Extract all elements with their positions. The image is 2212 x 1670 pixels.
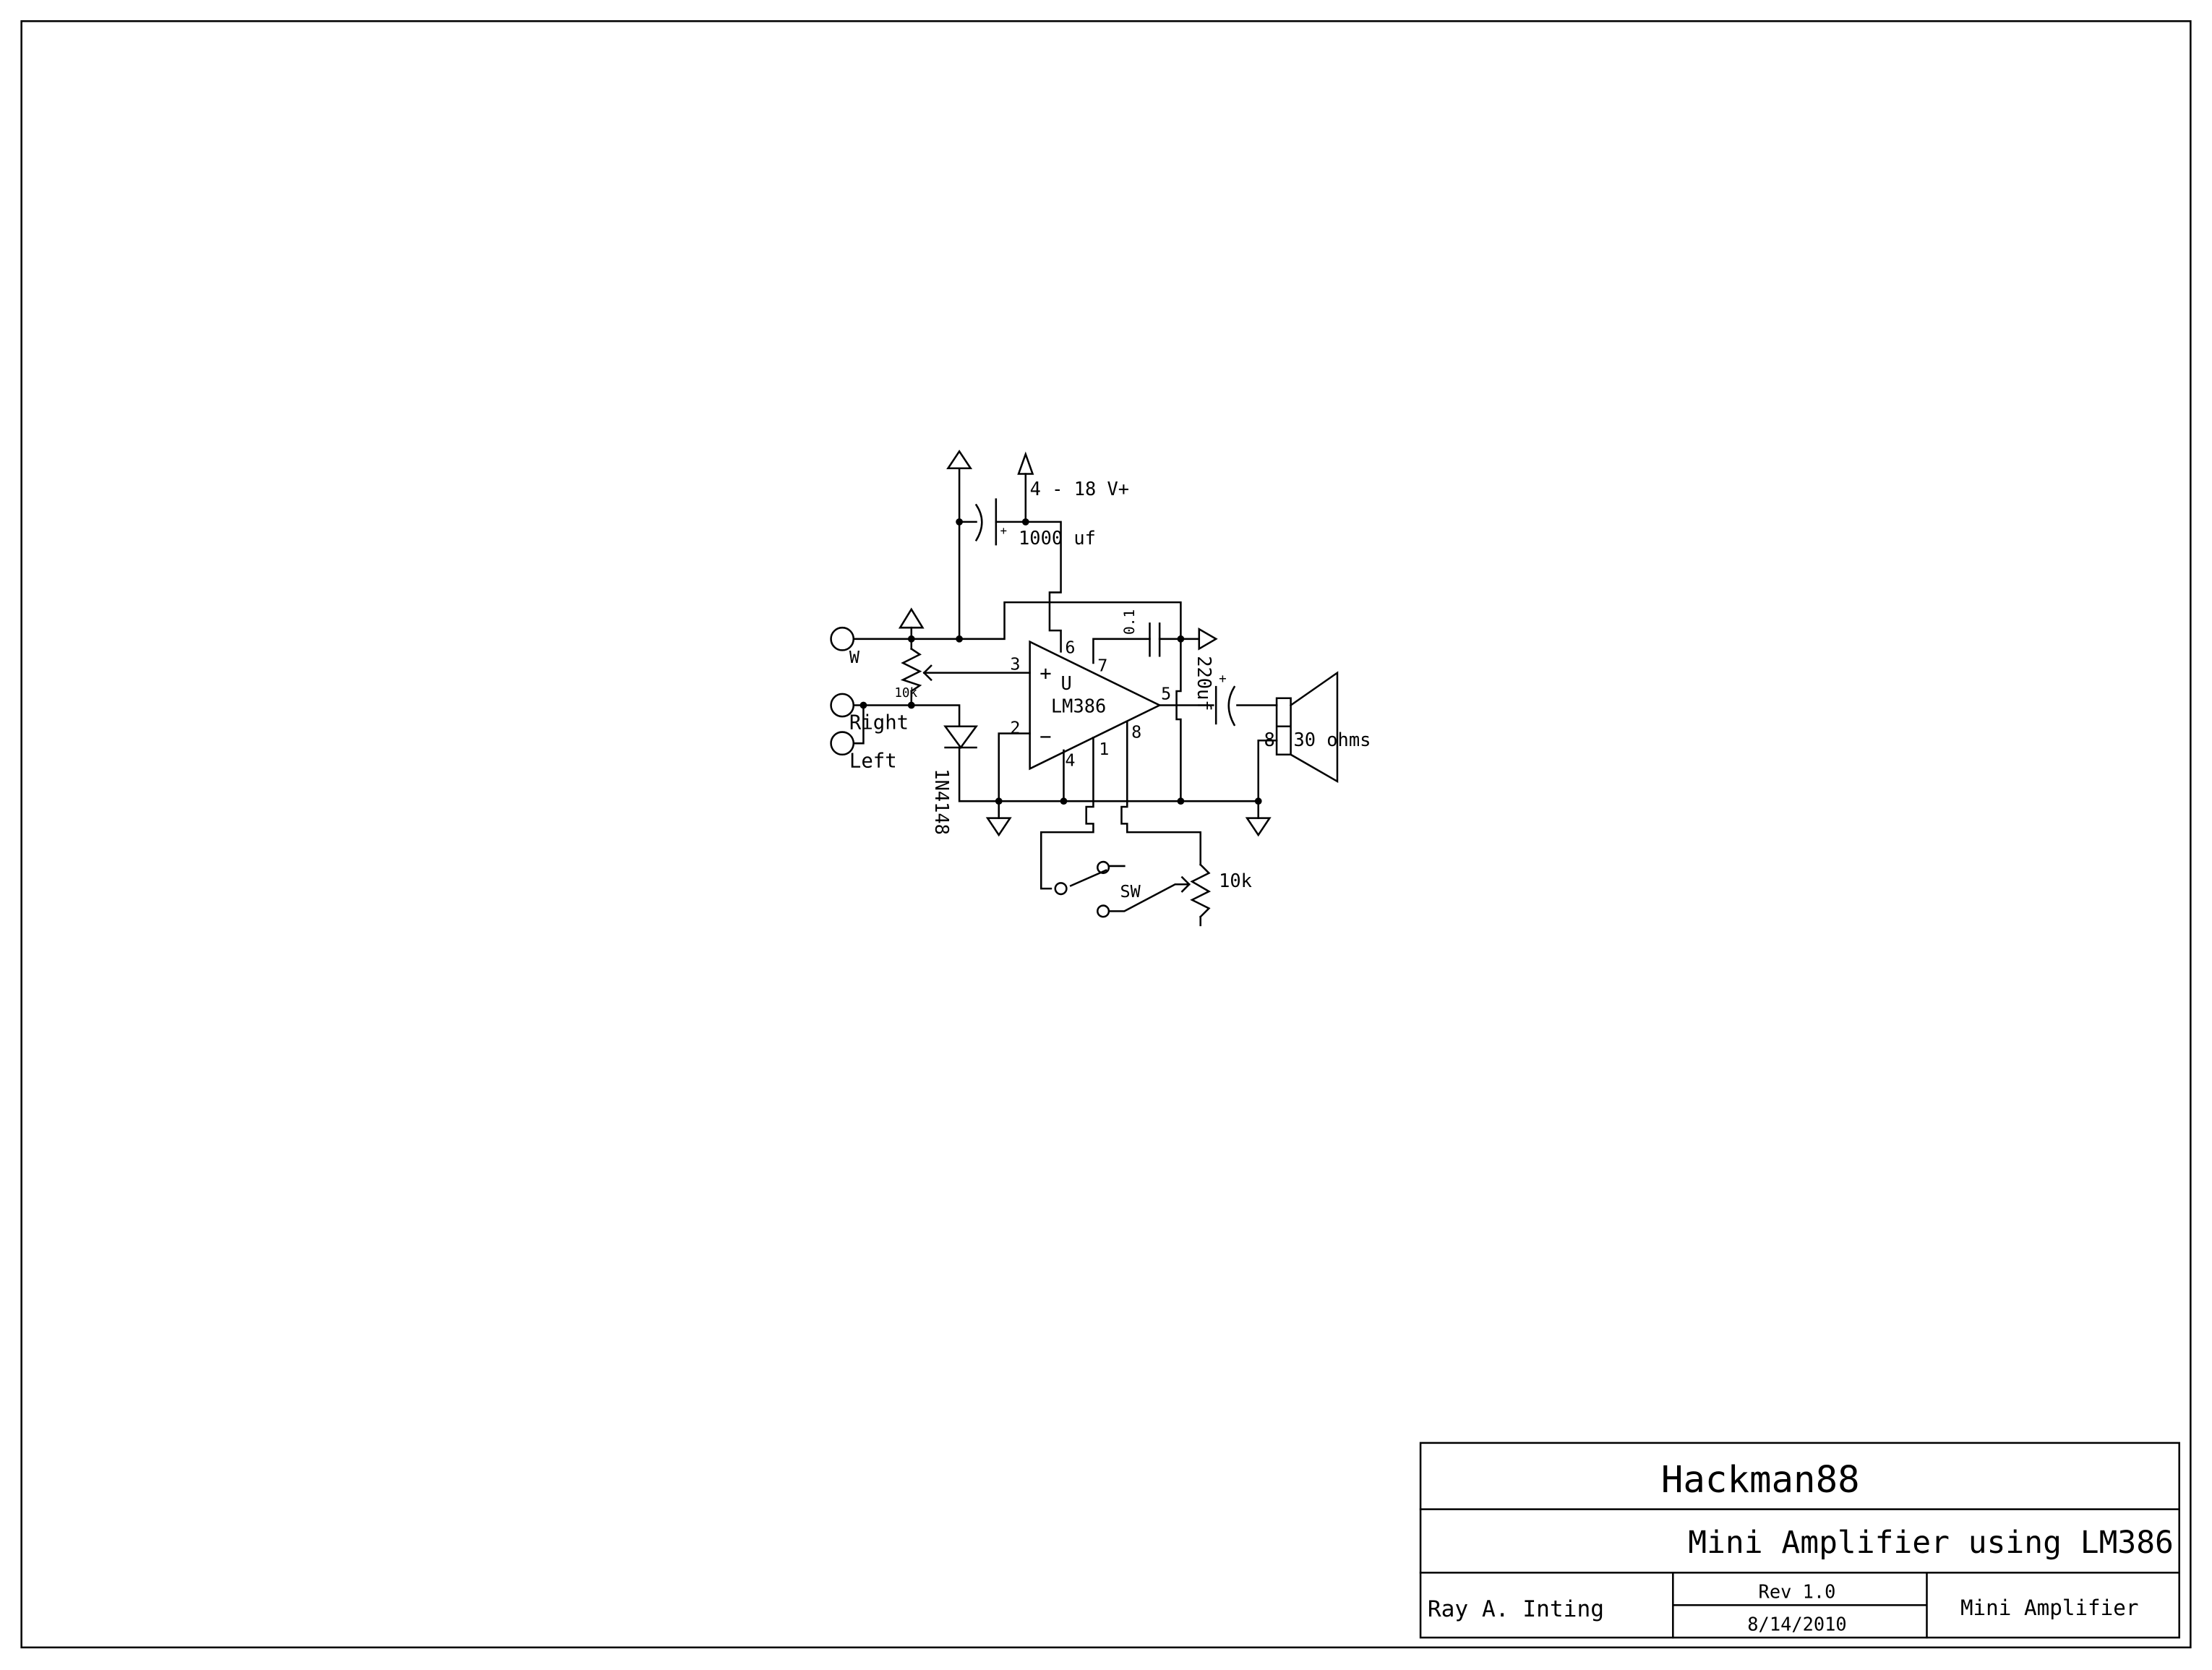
diode <box>943 725 979 750</box>
title-block: Hackman88 Mini Amplifier using LM386 Ray… <box>1419 1442 2180 1639</box>
ground-icon <box>985 817 1012 837</box>
label-left: Left <box>849 750 897 772</box>
pin-2: 2 <box>1010 718 1020 738</box>
bypass-capacitor <box>1149 622 1161 657</box>
pin-8: 8 <box>1131 721 1141 742</box>
speaker-label-right: 30 ohms <box>1293 729 1371 750</box>
lm386-opamp <box>1029 640 1162 771</box>
speaker-label-left: 8 <box>1264 729 1275 750</box>
supply-cap-label: 1000 uf <box>1019 527 1096 549</box>
speaker-icon <box>1275 671 1339 784</box>
input-pot-label: 10k <box>894 686 917 701</box>
bypass-cap-label: 0.1 <box>1121 609 1138 635</box>
drawing-title: Mini Amplifier using LM386 <box>1688 1525 2174 1561</box>
author: Ray A. Inting <box>1428 1596 1604 1622</box>
gain-potentiometer <box>1180 863 1212 918</box>
circuit: W Right Left + 4 - 18 V+ 1000 uf 10k 1N4… <box>830 450 1371 927</box>
pin-6: 6 <box>1065 637 1075 657</box>
switch-contact <box>1097 904 1110 918</box>
junction-dots <box>859 518 1262 805</box>
switch-contact <box>1054 882 1068 896</box>
wires <box>852 467 1278 927</box>
output-cap-plus: + <box>1219 672 1227 686</box>
supply-cap-plus: + <box>1000 524 1007 537</box>
pin-3: 3 <box>1010 654 1020 675</box>
opamp-minus: − <box>1039 726 1051 748</box>
opamp-plus: + <box>1039 662 1051 685</box>
gain-pot-label: 10k <box>1219 870 1252 891</box>
supply-capacitor <box>974 498 998 546</box>
sheet-name: Mini Amplifier <box>1960 1596 2139 1620</box>
diode-label: 1N4148 <box>931 768 953 835</box>
ic-part: LM386 <box>1051 695 1106 716</box>
supply-arrow-icon <box>1017 451 1034 475</box>
sheet-border <box>20 20 2192 1649</box>
ic-ref: U <box>1061 672 1072 694</box>
pin-7: 7 <box>1097 656 1107 676</box>
company-name: Hackman88 <box>1661 1458 1860 1501</box>
output-cap-label: 220uf <box>1193 656 1215 711</box>
revision: Rev 1.0 <box>1759 1580 1836 1602</box>
output-capacitor <box>1214 685 1236 727</box>
pin-1: 1 <box>1099 739 1109 759</box>
switch-contact <box>1097 860 1110 874</box>
label-w: W <box>849 647 860 667</box>
ref-arrow-icon <box>1198 627 1218 651</box>
power-arrow-icon <box>946 450 973 470</box>
input-potentiometer <box>900 647 933 693</box>
date: 8/14/2010 <box>1747 1613 1846 1635</box>
switch-label: SW <box>1120 881 1141 902</box>
ground-icon <box>1245 817 1272 837</box>
supply-label: 4 - 18 V+ <box>1030 478 1129 500</box>
label-right: Right <box>849 712 909 735</box>
pin-4: 4 <box>1065 750 1075 770</box>
pot-ref-arrow-icon <box>898 607 925 629</box>
pin-5: 5 <box>1161 684 1171 704</box>
